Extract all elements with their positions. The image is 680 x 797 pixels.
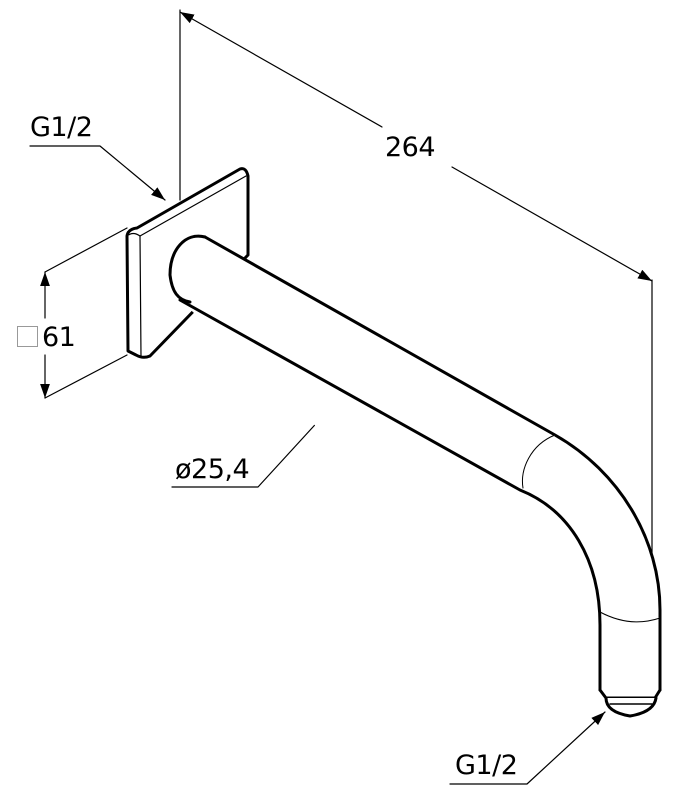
- flange-size-label: 61: [17, 322, 76, 353]
- pipe: [168, 234, 662, 718]
- flange-dimension: [40, 227, 128, 399]
- flange-size-value: 61: [42, 322, 76, 353]
- leader-thread-outlet: [449, 711, 606, 785]
- diameter-label: ø25,4: [175, 454, 250, 485]
- square-symbol-icon: [17, 326, 38, 347]
- thread-outlet-label: G1/2: [455, 750, 518, 781]
- length-label: 264: [385, 132, 436, 163]
- thread-wall-label: G1/2: [30, 112, 93, 143]
- leader-thread-wall: [29, 145, 166, 201]
